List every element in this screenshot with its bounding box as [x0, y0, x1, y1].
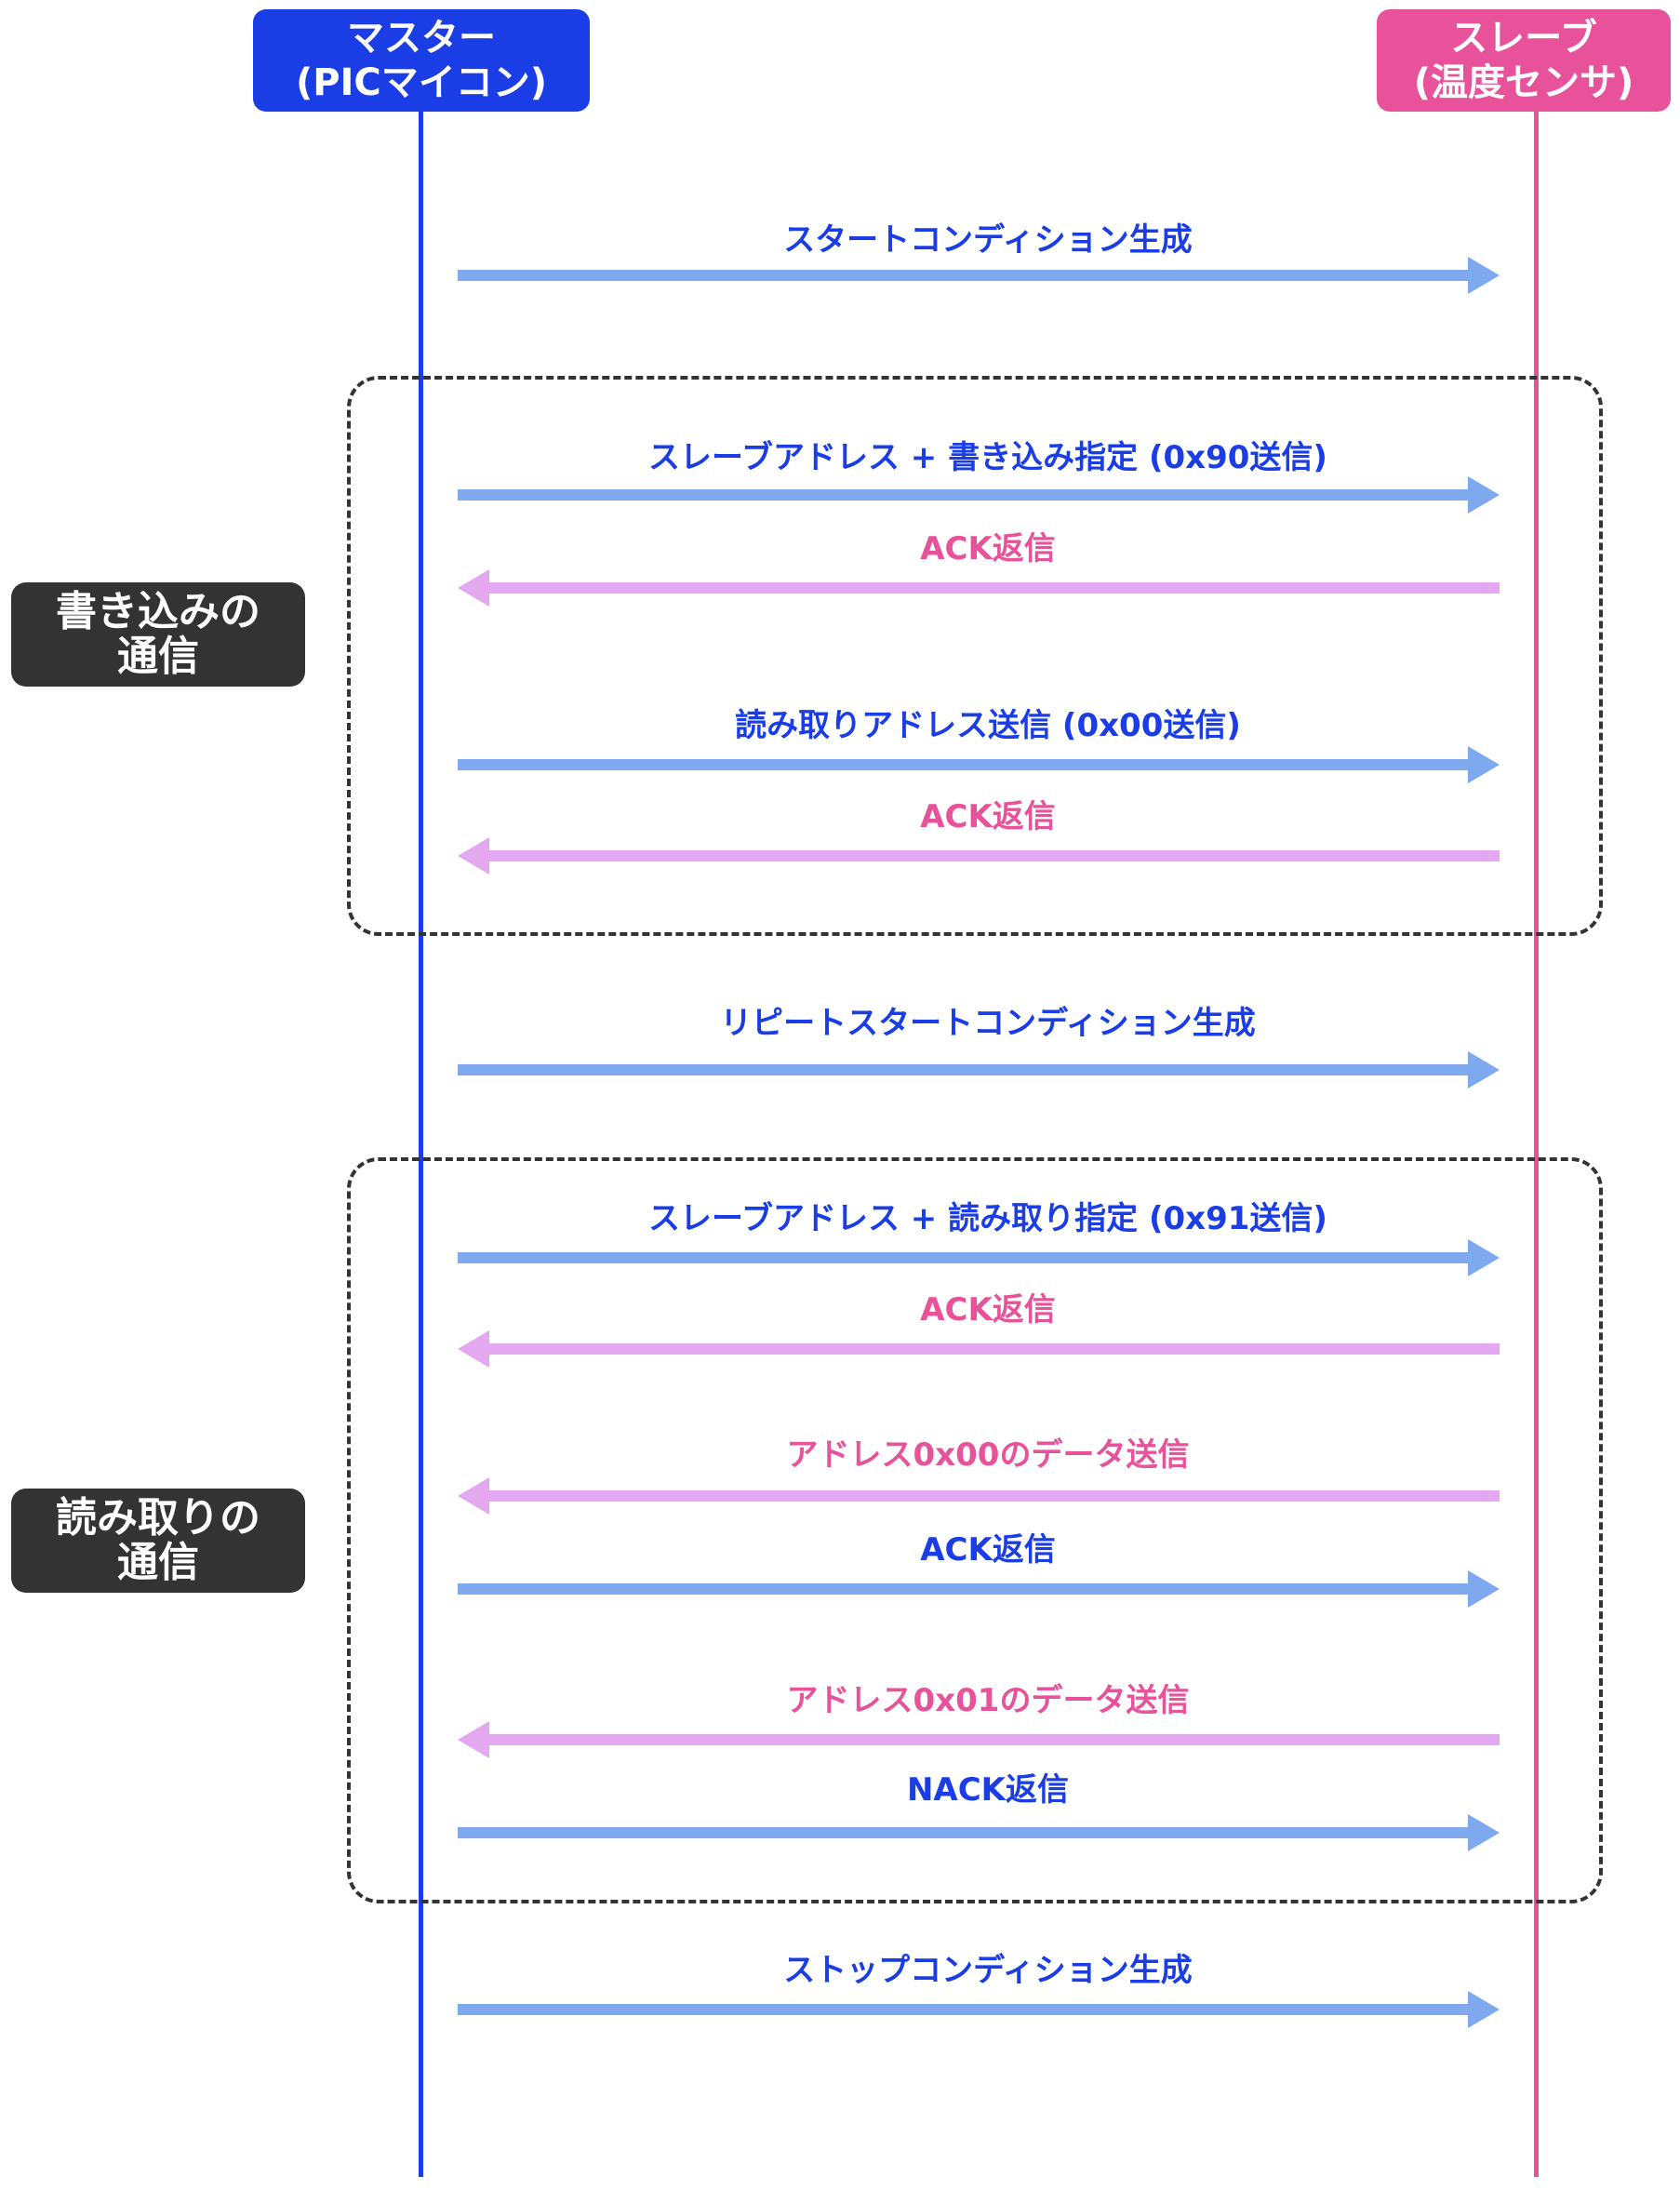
write-group-label-line2: 通信: [117, 633, 199, 680]
message-label: スレーブアドレス + 書き込み指定 (0x90送信): [648, 439, 1327, 476]
message-label: ストップコンディション生成: [783, 1952, 1193, 1989]
master-actor-subtitle: (PICマイコン): [295, 61, 548, 104]
write-group-label: 書き込みの 通信: [11, 582, 305, 687]
arrow-to-slave: [458, 474, 1500, 515]
slave-actor-box: スレーブ (温度センサ): [1377, 9, 1671, 112]
message-label: 読み取りアドレス送信 (0x00送信): [735, 707, 1241, 744]
message-label: リピートスタートコンディション生成: [720, 1005, 1256, 1042]
arrow-to-slave: [458, 744, 1500, 785]
arrow-to-master: [458, 1476, 1500, 1516]
arrow-to-master: [458, 835, 1500, 876]
write-group-box: [347, 376, 1603, 936]
message-label: アドレス0x01のデータ送信: [786, 1682, 1190, 1719]
message-label: アドレス0x00のデータ送信: [786, 1436, 1190, 1474]
message-label: スタートコンディション生成: [783, 221, 1193, 259]
arrow-to-slave: [458, 1812, 1500, 1853]
message-label: ACK返信: [920, 1291, 1056, 1329]
read-group-label: 読み取りの 通信: [11, 1489, 305, 1593]
message-label: ACK返信: [920, 1531, 1056, 1569]
arrow-to-slave: [458, 1237, 1500, 1278]
arrow-to-master: [458, 1719, 1500, 1760]
master-actor-name: マスター: [347, 17, 496, 60]
message-label: スレーブアドレス + 読み取り指定 (0x91送信): [648, 1200, 1327, 1237]
arrow-to-slave: [458, 1989, 1500, 2030]
arrow-to-slave: [458, 1049, 1500, 1090]
write-group-label-line1: 書き込みの: [56, 588, 260, 635]
slave-actor-subtitle: (温度センサ): [1413, 61, 1634, 104]
slave-lifeline: [1534, 112, 1539, 2177]
master-lifeline: [419, 112, 423, 2177]
arrow-to-master: [458, 568, 1500, 608]
read-group-box: [347, 1157, 1603, 1903]
slave-actor-name: スレーブ: [1450, 17, 1597, 60]
arrow-to-slave: [458, 255, 1500, 296]
message-label: NACK返信: [906, 1771, 1070, 1809]
master-actor-box: マスター (PICマイコン): [253, 9, 590, 112]
read-group-label-line1: 読み取りの: [56, 1494, 260, 1542]
message-label: ACK返信: [920, 530, 1056, 568]
arrow-to-slave: [458, 1569, 1500, 1609]
arrow-to-master: [458, 1329, 1500, 1369]
read-group-label-line2: 通信: [117, 1539, 199, 1586]
message-label: ACK返信: [920, 798, 1056, 835]
